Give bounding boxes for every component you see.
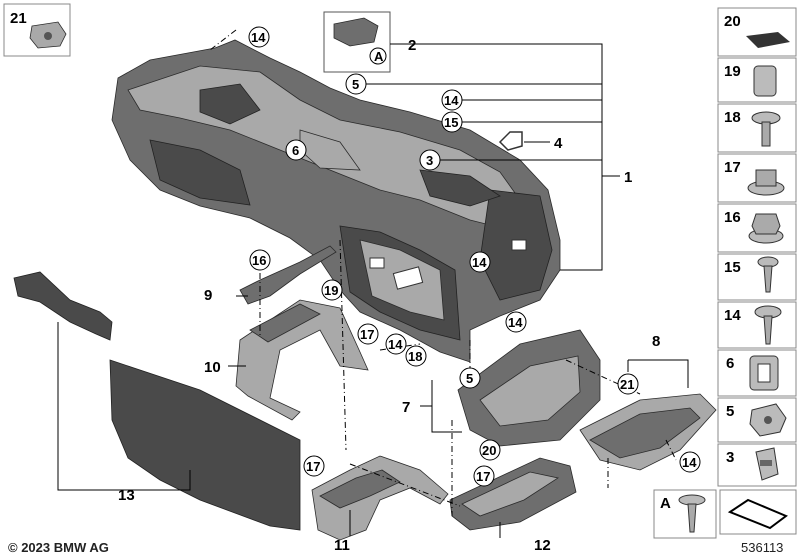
legend-item-19: 19 (717, 57, 797, 103)
screw-detail-icon (678, 494, 706, 533)
legend-column: 20 19 18 17 (653, 7, 797, 539)
svg-text:3: 3 (726, 449, 734, 466)
legend-item-6: 6 (717, 349, 797, 397)
callout-A: A (374, 49, 384, 64)
part-21-inset: 21 (3, 3, 71, 57)
callout-21: 21 (620, 377, 634, 392)
label-12: 12 (534, 537, 551, 554)
bracket-8 (579, 393, 717, 471)
label-13: 13 (118, 487, 135, 504)
hex-nut-flange-icon (748, 213, 784, 244)
callout-5-top: 5 (352, 77, 359, 92)
callout-17-mid: 17 (360, 327, 374, 342)
bracket-9 (239, 245, 337, 305)
callout-17-left: 17 (306, 459, 320, 474)
grommet-icon (749, 355, 779, 391)
part-4-clip (498, 131, 523, 151)
svg-text:6: 6 (726, 355, 734, 372)
callout-20: 20 (482, 443, 496, 458)
arrow-symbol-icon (727, 498, 788, 530)
svg-text:5: 5 (726, 403, 734, 420)
tray-12 (449, 457, 577, 531)
svg-text:15: 15 (724, 259, 741, 276)
callout-14-low: 14 (388, 337, 403, 352)
collar-nut-icon (747, 169, 785, 196)
callout-14-mid: 14 (472, 255, 487, 270)
self-tapping-screw-icon (754, 305, 782, 345)
document-id: 536113 (741, 540, 784, 555)
svg-text:16: 16 (724, 209, 741, 226)
callout-circles: 14 5 14 15 6 3 14 16 19 14 17 14 18 5 21… (248, 26, 701, 487)
legend-item-18: 18 (717, 103, 797, 153)
callout-14-bottom: 14 (682, 455, 697, 470)
callout-17-right: 17 (476, 469, 490, 484)
callout-14-top: 14 (251, 30, 266, 45)
copyright-text: © 2023 BMW AG (8, 540, 109, 555)
svg-text:18: 18 (724, 109, 741, 126)
label-9: 9 (204, 287, 212, 304)
legend-item-17: 17 (717, 153, 797, 203)
inset-label: 21 (10, 10, 27, 27)
console-frame (111, 39, 561, 363)
clip-nut-icon (749, 403, 787, 437)
svg-text:20: 20 (724, 13, 741, 30)
expanding-rivet-icon (757, 256, 779, 293)
legend-item-16: 16 (717, 203, 797, 253)
foam-pad-icon (746, 32, 790, 48)
callout-16: 16 (252, 253, 266, 268)
legend-item-20: 20 (717, 7, 797, 57)
label-7: 7 (402, 399, 410, 416)
legend-item-5: 5 (717, 397, 797, 443)
torx-screw-icon (751, 111, 781, 147)
orientation-symbol (719, 489, 797, 535)
legend-item-A: A (653, 489, 717, 539)
bushing-icon (753, 65, 777, 97)
leader-lines (57, 43, 689, 538)
legend-item-3: 3 (717, 443, 797, 487)
support-10 (235, 299, 369, 421)
callout-15: 15 (444, 115, 458, 130)
callout-14-upper: 14 (444, 93, 459, 108)
strip-13 (13, 271, 113, 341)
svg-text:19: 19 (724, 63, 741, 80)
callout-6: 6 (292, 143, 299, 158)
tray-7 (457, 329, 601, 447)
callout-5-low: 5 (466, 371, 473, 386)
label-10: 10 (204, 359, 221, 376)
callout-14-right: 14 (508, 315, 523, 330)
label-8: 8 (652, 333, 660, 350)
legend-item-14: 14 (717, 301, 797, 349)
callout-19: 19 (324, 283, 338, 298)
label-2: 2 (408, 37, 416, 54)
label-4: 4 (554, 135, 563, 152)
callout-3: 3 (426, 153, 433, 168)
svg-text:17: 17 (724, 159, 741, 176)
clip-icon (755, 447, 779, 481)
panel-13 (109, 359, 301, 531)
bracket-11 (311, 455, 449, 541)
svg-text:A: A (660, 495, 671, 512)
callout-18: 18 (408, 349, 422, 364)
part-2-detail: A (323, 11, 391, 73)
label-1: 1 (624, 169, 632, 186)
part-labels: 2 4 1 9 10 7 8 13 11 12 (118, 37, 660, 554)
legend-item-15: 15 (717, 253, 797, 301)
svg-text:14: 14 (724, 307, 741, 324)
label-11: 11 (334, 537, 350, 554)
